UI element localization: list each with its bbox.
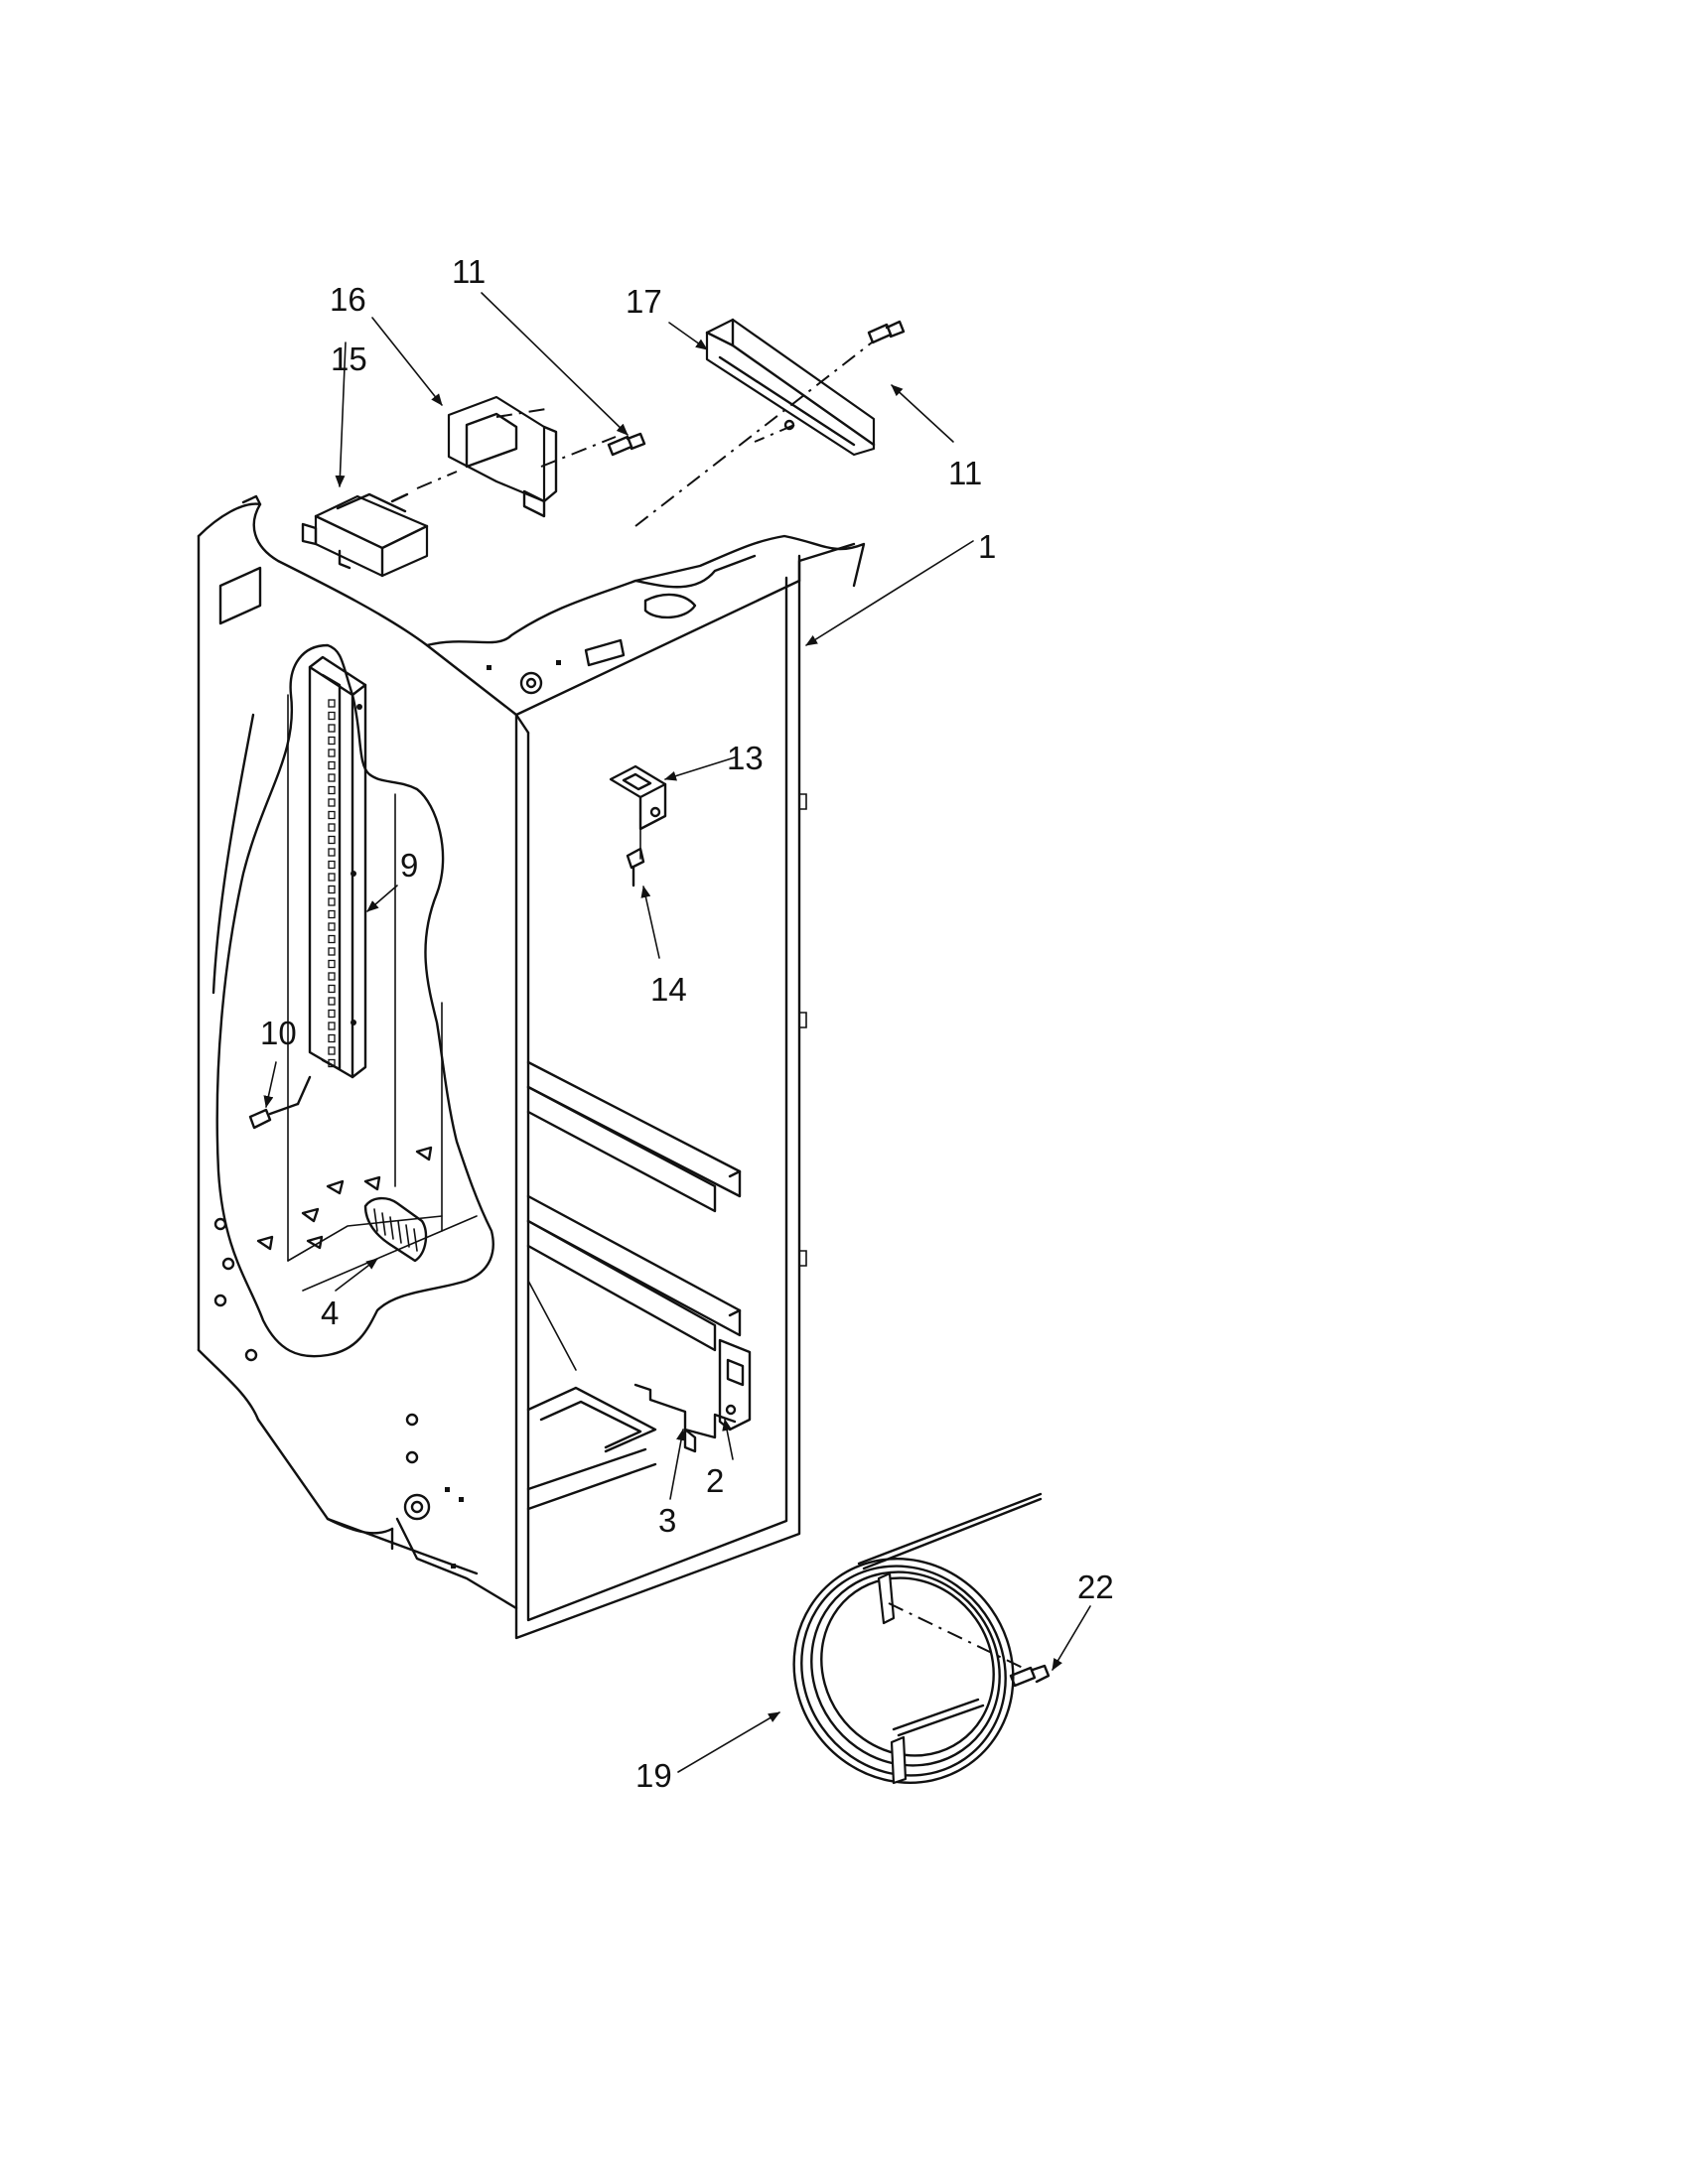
wire-coil-part-19 — [792, 1492, 1043, 1785]
bottom-brackets — [633, 1338, 752, 1453]
ladder-slot — [328, 1058, 336, 1068]
ladder-slot — [328, 835, 336, 845]
bracket-part-16 — [416, 395, 617, 518]
callout-3: 3 — [658, 1502, 676, 1539]
ladder-slot — [328, 1046, 336, 1055]
ladder-slot — [328, 711, 336, 721]
callout-22: 22 — [1077, 1569, 1114, 1605]
ladder-slot — [328, 897, 336, 906]
ladder-slot — [328, 760, 336, 770]
leader-lines — [263, 292, 1091, 1773]
shelf-rails — [526, 1060, 742, 1511]
vent-grille — [363, 1196, 428, 1263]
callout-16: 16 — [330, 281, 366, 318]
callout-10: 10 — [260, 1015, 297, 1051]
callout-9: 9 — [400, 847, 418, 884]
ladder-slot — [328, 1022, 336, 1030]
ladder-slot — [328, 959, 336, 969]
bracket-part-13 — [609, 764, 667, 860]
assembly-line-rail-2 — [754, 424, 795, 443]
callout-11-left: 11 — [452, 253, 486, 290]
control-part-15 — [301, 492, 429, 578]
ladder-slot — [328, 997, 336, 1006]
ladder-slot — [328, 947, 336, 956]
callout-numbers: 1 2 3 4 9 10 11 11 13 14 15 16 17 19 22 — [260, 253, 1114, 1794]
ladder-slot — [328, 860, 336, 870]
ladder-slot — [328, 699, 336, 708]
cabinet-liner — [197, 494, 866, 1640]
ladder-slot — [328, 785, 336, 795]
ladder-slot — [328, 873, 336, 882]
ladder-slot — [328, 984, 336, 994]
ladder-slot — [328, 749, 336, 757]
screw-part-11-left — [607, 432, 646, 457]
ladder-slot — [328, 724, 336, 733]
cutaway-interior — [211, 643, 577, 1371]
ladder-slot — [328, 848, 336, 857]
ladder-slot — [328, 885, 336, 894]
screw-part-14 — [626, 847, 645, 887]
ladder-slot — [328, 934, 336, 944]
ladder-slot — [328, 1033, 336, 1043]
callout-17: 17 — [626, 283, 662, 320]
callout-4: 4 — [321, 1295, 339, 1331]
callout-2: 2 — [706, 1462, 724, 1499]
ladder-slot — [328, 909, 336, 919]
ladder-slot — [328, 922, 336, 931]
callout-19: 19 — [635, 1757, 672, 1794]
ladder-slot — [328, 1009, 336, 1019]
screw-part-22 — [1009, 1664, 1051, 1688]
screw-part-11-right — [867, 320, 906, 344]
shelf-ladder-rail — [308, 655, 367, 1079]
ladder-slot — [328, 773, 336, 782]
callout-13: 13 — [727, 740, 764, 776]
rail-part-17 — [705, 318, 876, 457]
ladder-slot — [328, 823, 336, 832]
ladder-slot — [328, 736, 336, 746]
callout-11-right: 11 — [948, 455, 982, 491]
callout-14: 14 — [650, 971, 687, 1008]
ladder-slot — [328, 810, 336, 820]
ladder-slot — [328, 798, 336, 807]
ladder-slot — [328, 972, 336, 981]
callout-15: 15 — [331, 341, 367, 377]
callout-1: 1 — [978, 528, 996, 565]
screw-part-10 — [248, 1075, 312, 1130]
